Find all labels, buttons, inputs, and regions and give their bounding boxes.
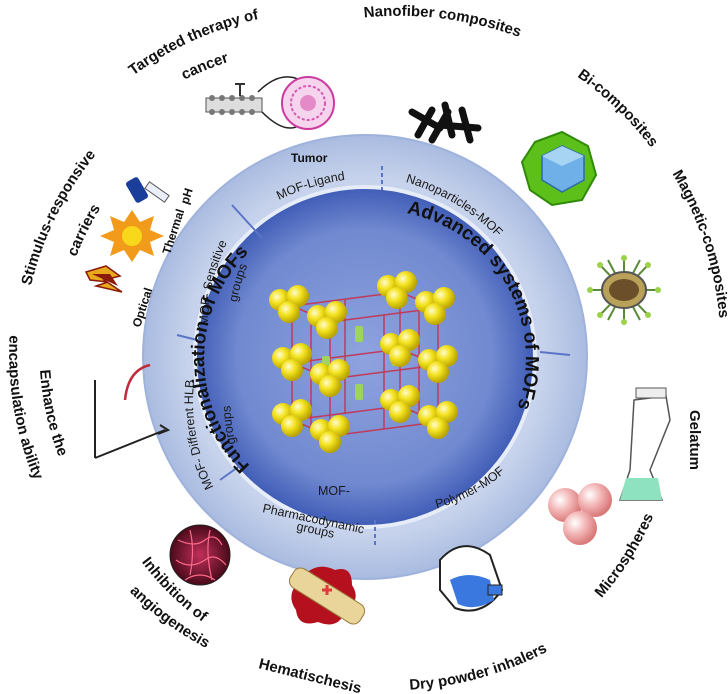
bandage-icon [288,566,366,625]
label-stimulus-1: Stimulus-responsive [18,146,99,286]
angiogenesis-icon [169,524,231,586]
label-gelatum: Gelatum [686,410,703,470]
label-hematischesis: Hematischesis [257,655,363,694]
label-ph: pH [178,186,196,206]
nanofiber-icon [408,101,482,144]
lightning-icon [84,265,123,293]
gelatum-icon [618,387,671,501]
inner-disk [193,185,537,529]
label-nanofiber: Nanofiber composites [363,3,524,41]
label-enhance-1: Enhance the [36,369,71,458]
mof-nodes [269,271,458,453]
label-targeted-2: cancer [179,49,231,83]
encapsulation-graph-icon [94,363,171,459]
label-dry-powder: Dry powder inhalers [409,640,550,694]
ring-label-pharma-1: MOF- [318,484,350,498]
bi-composite-icon [520,130,598,207]
ring-label-hlb-2: groups [219,406,238,446]
pipette-icon [126,177,170,203]
label-microspheres: Microspheres [592,511,658,601]
label-magnetic: Magnetic-composites [669,167,728,319]
label-enhance-2: encapsulation ability [5,335,47,483]
magnetic-composite-icon [587,255,661,325]
sun-icon [100,210,164,262]
microspheres-icon [548,483,612,545]
label-tumor: Tumor [291,151,328,165]
tumor-icon [281,76,335,130]
inhaler-icon [439,545,504,612]
label-stimulus-2: carriers [64,201,104,258]
label-bi-composites: Bi-composites [575,66,662,150]
ring-dividers [176,166,571,545]
